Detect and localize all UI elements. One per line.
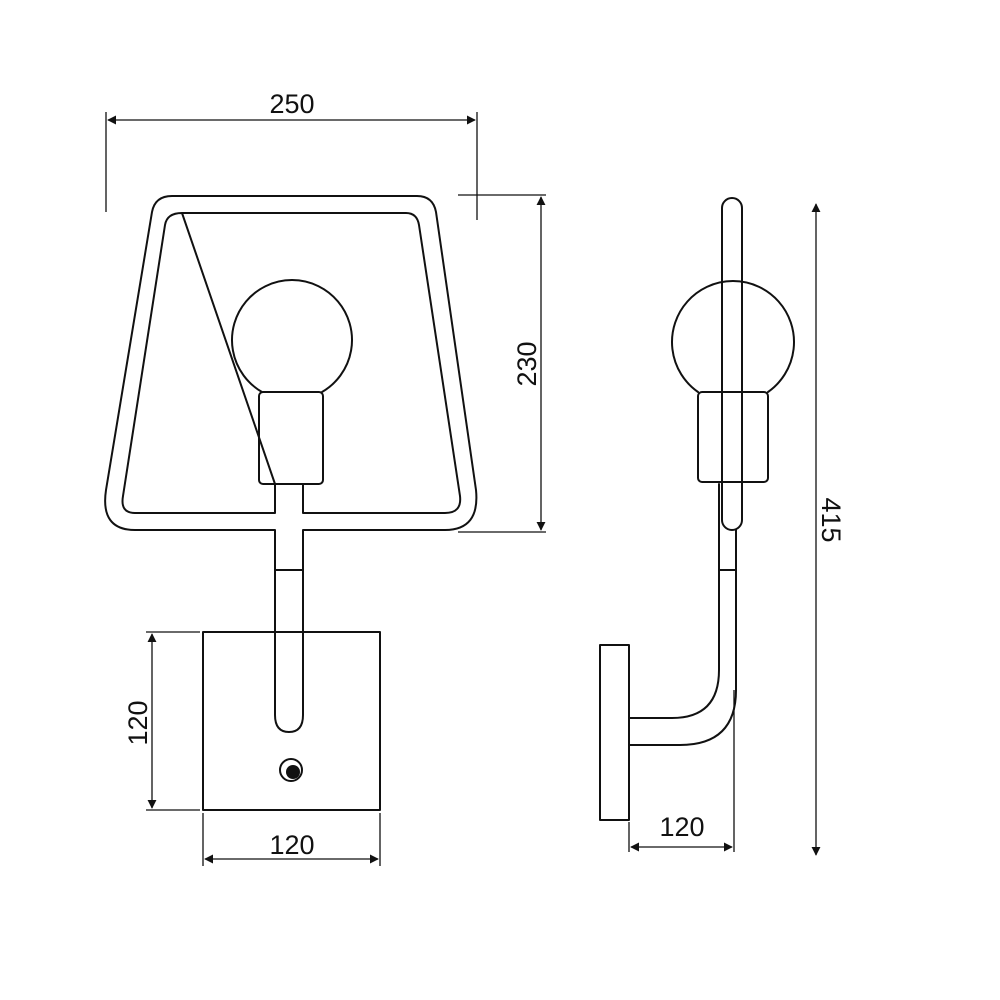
front-frame-outer [104, 195, 478, 733]
dim-front-width: 250 [105, 89, 478, 220]
side-frame-bar [721, 197, 743, 531]
side-curved-rod-inner [628, 529, 737, 746]
front-screw [279, 758, 303, 782]
front-view [104, 195, 478, 811]
front-frame-inner [121, 212, 462, 514]
dim-front-height: 230 [458, 194, 546, 533]
front-screw-hole [286, 765, 300, 779]
front-backplate [202, 631, 381, 811]
side-socket [697, 391, 769, 483]
side-bulb-globe [671, 280, 795, 393]
dim-side-projection: 120 [628, 690, 735, 852]
front-socket [258, 391, 324, 485]
dim-label-230: 230 [512, 341, 542, 386]
front-bulb-globe [231, 279, 353, 393]
dim-label-120-width: 120 [269, 830, 314, 860]
side-curved-rod [628, 483, 720, 719]
side-view [599, 197, 795, 821]
dim-backplate-height: 120 [123, 631, 200, 811]
dim-label-415: 415 [816, 497, 846, 542]
dim-label-120-height: 120 [123, 700, 153, 745]
dim-backplate-width: 120 [202, 813, 381, 866]
dim-label-250: 250 [269, 89, 314, 119]
side-backplate [599, 644, 630, 821]
dim-overall-height: 415 [811, 203, 846, 856]
dim-label-120-projection: 120 [659, 812, 704, 842]
